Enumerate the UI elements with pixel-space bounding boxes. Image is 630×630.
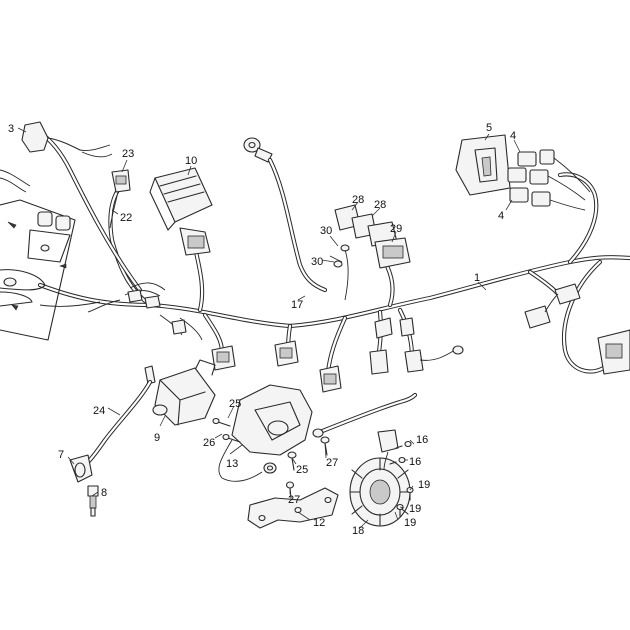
- spark-plug-lead-24: [85, 365, 156, 465]
- callout-28: 28: [352, 194, 364, 206]
- callout-25: 25: [229, 398, 241, 410]
- relay-cluster-28-29: [329, 204, 411, 301]
- callout-19: 19: [409, 503, 421, 515]
- callout-19: 19: [404, 517, 416, 529]
- spark-plug-cap-7: [69, 454, 93, 483]
- ground-cable-terminal: [243, 137, 328, 293]
- callout-24: 24: [93, 405, 105, 417]
- callout-16: 16: [416, 434, 428, 446]
- callout-12: 12: [313, 517, 325, 529]
- callout-30: 30: [320, 225, 332, 237]
- callout-26: 26: [203, 437, 215, 449]
- callout-4: 4: [498, 210, 504, 222]
- callout-17: 17: [291, 299, 303, 311]
- callout-19: 19: [418, 479, 430, 491]
- callout-29: 29: [390, 223, 402, 235]
- middle-connectors: [127, 289, 464, 393]
- callout-1: 1: [474, 272, 480, 284]
- mounting-plate-12: [247, 487, 339, 529]
- callout-27: 27: [288, 494, 300, 506]
- leader-lines: [17, 127, 521, 529]
- left-mounting-bracket: [0, 199, 76, 341]
- callout-30: 30: [311, 256, 323, 268]
- callout-18: 18: [352, 525, 364, 537]
- spark-plug-8: [87, 485, 99, 517]
- callout-5: 5: [486, 122, 492, 134]
- stator-18: [349, 429, 411, 527]
- callout-4: 4: [510, 130, 516, 142]
- stator-cable: [312, 392, 418, 438]
- sensor-23: [109, 169, 131, 229]
- callout-23: 23: [122, 148, 134, 160]
- callout-8: 8: [101, 487, 107, 499]
- callout-10: 10: [185, 155, 197, 167]
- callout-9: 9: [154, 432, 160, 444]
- ignition-coil-9: [152, 359, 216, 426]
- small-screws-16-19: [389, 440, 414, 517]
- callout-3: 3: [8, 123, 14, 135]
- control-unit-10: [149, 167, 213, 256]
- callout-25: 25: [296, 464, 308, 476]
- connector-group-4: [507, 149, 591, 211]
- callout-22: 22: [120, 212, 132, 224]
- callout-16: 16: [409, 456, 421, 468]
- callout-28: 28: [374, 199, 386, 211]
- connector-3: [0, 121, 113, 193]
- callout-labels: 1 3 4 4 5 7 8 9 10 12 13 16 16 17 18 19 …: [8, 122, 516, 537]
- main-wiring-harness: [37, 129, 630, 375]
- callout-13: 13: [226, 458, 238, 470]
- right-side-connectors: [524, 283, 630, 375]
- callout-7: 7: [58, 449, 64, 461]
- cover-5: [455, 134, 511, 196]
- stator-cover-13: [218, 384, 313, 482]
- callout-27: 27: [326, 457, 338, 469]
